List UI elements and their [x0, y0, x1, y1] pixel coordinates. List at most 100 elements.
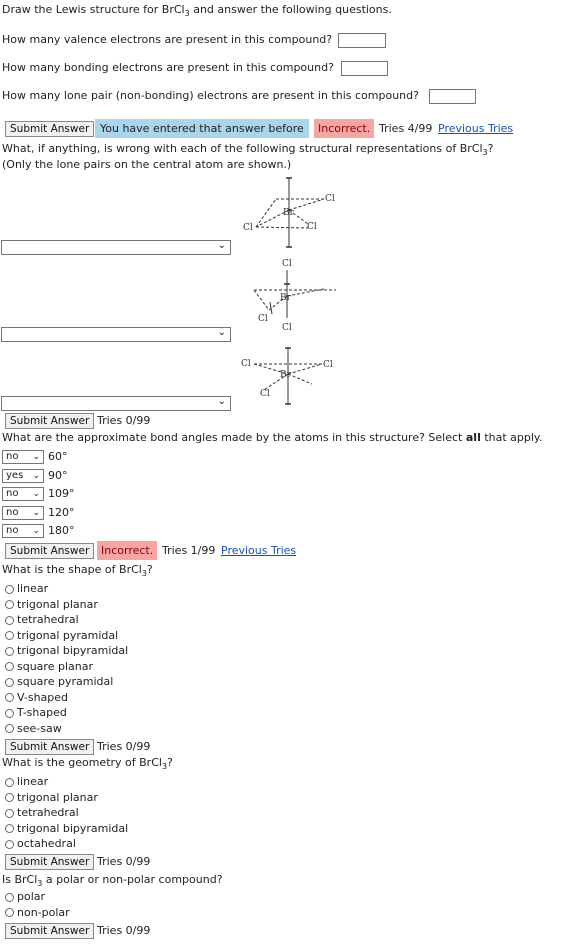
radio-button[interactable]	[5, 584, 14, 594]
bonding-question: How many bonding electrons are present i…	[2, 61, 334, 74]
radio-option-label: octahedral	[17, 837, 76, 850]
angle-label: 120°	[48, 505, 75, 519]
radio-button[interactable]	[5, 724, 14, 733]
submit-answer-button-3[interactable]: Submit Answer	[5, 543, 95, 559]
chevron-down-icon: ⌄	[217, 327, 226, 338]
angle-select-value: no	[6, 525, 19, 537]
angle-label: 109°	[48, 487, 75, 501]
structure-1-diagram: Br Cl Cl Cl	[243, 177, 335, 248]
angle-select[interactable]: yes ⌄	[2, 468, 44, 483]
chevron-down-icon: ⌄	[32, 507, 40, 518]
radio-option-label: linear	[17, 775, 49, 788]
structure-2-select[interactable]: ⌄	[1, 327, 231, 342]
chevron-down-icon: ⌄	[217, 240, 226, 251]
radio-button[interactable]	[5, 677, 14, 687]
angle-select[interactable]: no ⌄	[2, 524, 44, 539]
bonding-input[interactable]	[341, 61, 388, 76]
tries-6: Tries 0/99	[97, 924, 151, 937]
structure-1-select[interactable]: ⌄	[1, 240, 231, 255]
angle-select[interactable]: no ⌄	[2, 487, 44, 502]
radio-button[interactable]	[5, 777, 14, 787]
radio-option-label: polar	[17, 890, 46, 903]
lonepair-question: How many lone pair (non-bonding) electro…	[2, 89, 419, 102]
radio-button[interactable]	[5, 908, 14, 917]
chevron-down-icon: ⌄	[32, 489, 40, 500]
angle-select-value: no	[6, 488, 19, 500]
tries-3: Tries 1/99	[162, 544, 216, 557]
br-atom-label: Br	[280, 370, 292, 380]
radio-option-label: V-shaped	[17, 690, 69, 704]
cl-atom-label: Cl	[325, 194, 335, 204]
angle-label: 90°	[48, 468, 68, 482]
structure-2-diagram: Cl Br Cl Cl	[253, 259, 336, 333]
cl-atom-label: Cl	[323, 360, 333, 370]
cl-atom-label: Cl	[307, 222, 317, 232]
angle-select-value: no	[6, 506, 19, 518]
radio-button[interactable]	[5, 600, 14, 609]
chevron-down-icon: ⌄	[32, 452, 40, 462]
radio-button[interactable]	[5, 662, 14, 671]
cl-atom-label: Cl	[260, 389, 270, 399]
radio-option-label: trigonal bipyramidal	[17, 821, 129, 835]
submit-answer-button-5[interactable]: Submit Answer	[5, 854, 95, 870]
angle-label: 180°	[48, 524, 75, 538]
submit-answer-button-6[interactable]: Submit Answer	[5, 923, 95, 939]
radio-button[interactable]	[5, 646, 14, 656]
radio-option-label: trigonal pyramidal	[17, 628, 119, 642]
radio-option-label: tetrahedral	[17, 806, 79, 819]
incorrect-badge-1: Incorrect.	[314, 119, 375, 138]
angle-select-value: yes	[6, 469, 24, 481]
chevron-down-icon: ⌄	[32, 526, 40, 537]
radio-button[interactable]	[5, 824, 14, 833]
tries-4: Tries 0/99	[97, 740, 151, 753]
angle-select-value: no	[6, 451, 19, 462]
radio-button[interactable]	[5, 793, 14, 802]
radio-button[interactable]	[5, 839, 14, 849]
previous-tries-link-1[interactable]: Previous Tries	[438, 122, 514, 135]
cl-atom-label: Cl	[243, 223, 253, 233]
cl-atom-label: Cl	[282, 323, 292, 333]
submit-answer-button-1[interactable]: Submit Answer	[5, 121, 95, 137]
tries-5: Tries 0/99	[97, 855, 151, 868]
radio-option-label: non-polar	[17, 905, 70, 919]
valence-question: How many valence electrons are present i…	[2, 33, 333, 46]
submit-answer-button-2[interactable]: Submit Answer	[5, 413, 95, 429]
lonepair-input[interactable]	[429, 89, 476, 104]
cl-atom-label: Cl	[258, 314, 268, 324]
radio-button[interactable]	[5, 631, 14, 640]
cl-atom-label: Cl	[241, 359, 251, 369]
chevron-down-icon: ⌄	[217, 396, 226, 407]
angle-select[interactable]: no ⌄	[2, 505, 44, 520]
angle-select[interactable]: no ⌄	[2, 450, 44, 464]
radio-button[interactable]	[5, 808, 14, 818]
tries-1: Tries 4/99	[379, 122, 433, 135]
radio-option-label: trigonal planar	[17, 790, 98, 804]
incorrect-badge-3: Incorrect.	[97, 541, 158, 560]
chevron-down-icon: ⌄	[32, 470, 40, 481]
radio-option-label: square planar	[17, 659, 93, 673]
submit-answer-button-4[interactable]: Submit Answer	[5, 739, 95, 755]
entered-before-banner: You have entered that answer before	[95, 119, 309, 138]
radio-option-label: T-shaped	[17, 706, 67, 719]
radio-option-label: tetrahedral	[17, 613, 79, 626]
structures-question: What, if anything, is wrong with each of…	[2, 142, 494, 158]
structure-3-select[interactable]: ⌄	[1, 396, 231, 411]
radio-button[interactable]	[5, 615, 14, 625]
br-atom-label: Br	[280, 293, 292, 303]
radio-button[interactable]	[5, 892, 14, 902]
polarity-question: Is BrCl3 a polar or non-polar compound?	[2, 873, 223, 889]
radio-button[interactable]	[5, 708, 14, 718]
geometry-question: What is the geometry of BrCl3?	[2, 756, 173, 772]
radio-button[interactable]	[5, 693, 14, 702]
shape-question: What is the shape of BrCl3?	[2, 563, 153, 579]
lewis-intro: Draw the Lewis structure for BrCl3 and a…	[2, 3, 392, 19]
br-atom-label: Br	[283, 208, 295, 218]
previous-tries-link-3[interactable]: Previous Tries	[221, 544, 297, 557]
tries-2: Tries 0/99	[97, 414, 151, 427]
radio-option-label: trigonal bipyramidal	[17, 644, 129, 657]
bond-angles-question: What are the approximate bond angles mad…	[2, 431, 543, 444]
cl-atom-label: Cl	[282, 259, 292, 269]
structure-3-diagram: Cl Cl Br Cl	[241, 347, 333, 405]
radio-option-label: see-saw	[17, 721, 62, 735]
valence-input[interactable]	[338, 33, 386, 48]
